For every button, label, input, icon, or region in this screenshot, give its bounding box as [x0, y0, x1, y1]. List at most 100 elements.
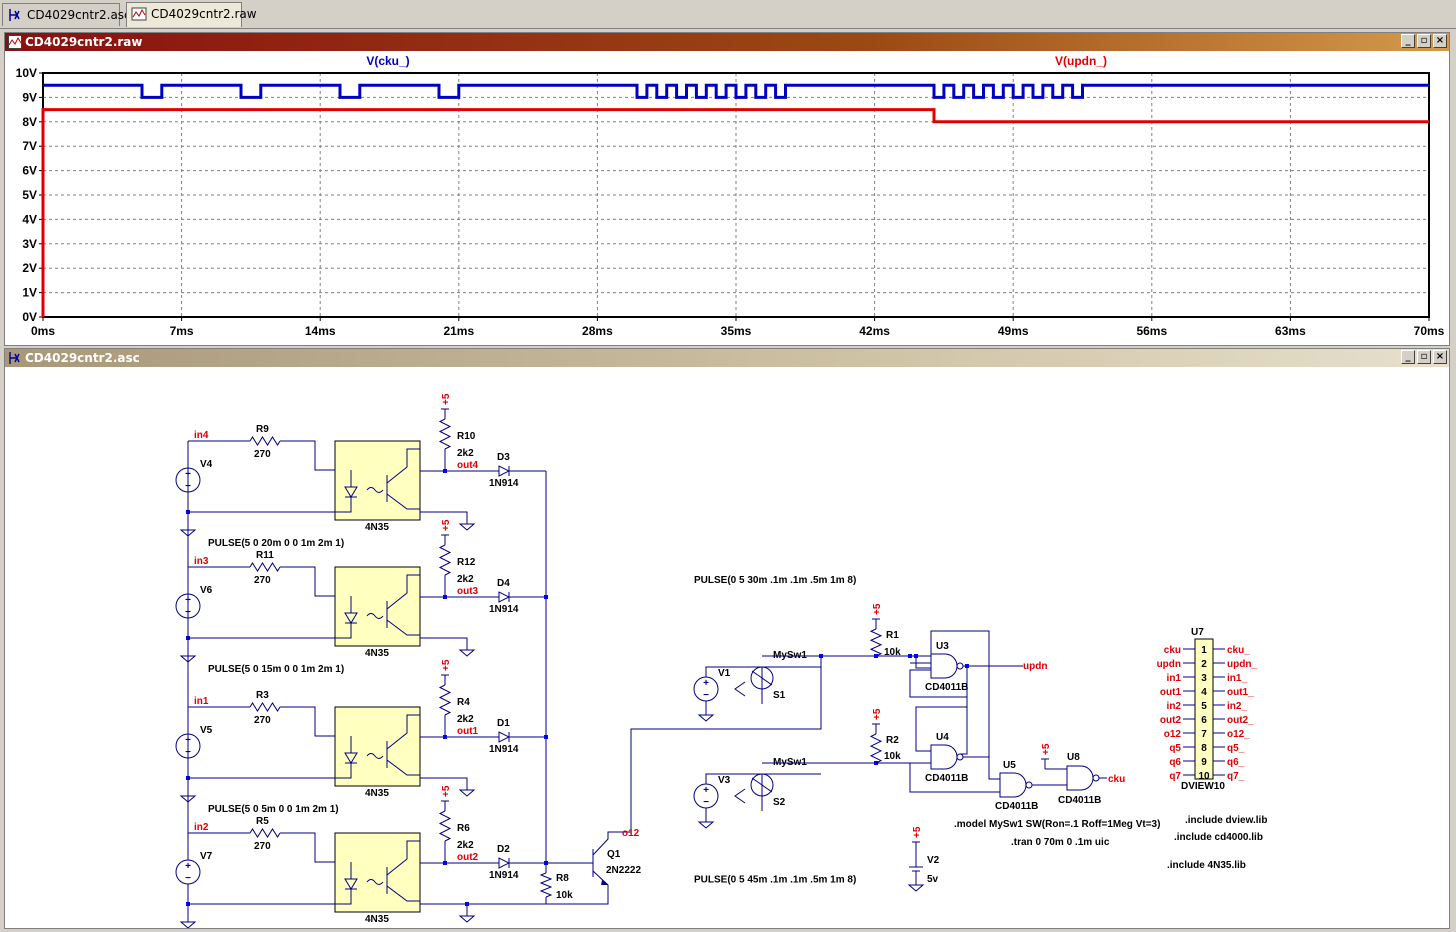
minimize-button[interactable]: _: [1401, 350, 1415, 364]
source-label: V4: [200, 459, 213, 470]
spice-directive: .tran 0 70m 0 .1m uic: [1011, 837, 1110, 848]
resistor-value: 10k: [884, 647, 901, 658]
tab-schematic[interactable]: CD4029cntr2.asc: [2, 3, 131, 26]
r8-name: R8: [556, 873, 569, 884]
pin-number: 8: [1201, 743, 1207, 754]
resistor-value: 10k: [884, 751, 901, 762]
wire: [280, 566, 335, 597]
wire: [546, 870, 609, 905]
optocoupler-name: 4N35: [365, 788, 389, 799]
net-label-in1: in1: [194, 696, 209, 707]
schematic-icon: [9, 9, 20, 21]
schematic-window-titlebar[interactable]: CD4029cntr2.asc _ ▫ ×: [5, 349, 1449, 367]
r8-value: 10k: [556, 890, 573, 901]
dview10-block: [1194, 638, 1214, 780]
minimize-button[interactable]: _: [1401, 34, 1415, 48]
pin-net-right: q5_: [1227, 743, 1245, 754]
net-label-o12: o12: [622, 828, 640, 839]
y-tick-label: 7V: [22, 139, 37, 153]
schematic-drawing[interactable]: +−in4V4R92704N35+5R102k2out4D31N914PULSE…: [5, 367, 1449, 932]
diode-value: 1N914: [489, 744, 519, 755]
y-tick-label: 10V: [16, 66, 37, 80]
ground-icon: [458, 649, 476, 657]
x-tick-label: 35ms: [721, 324, 752, 338]
gate-name: U8: [1067, 752, 1080, 763]
light-arrow-icon: [366, 613, 384, 619]
junction-dot: [544, 595, 548, 599]
wire: [280, 440, 335, 471]
switch-name: S2: [773, 797, 786, 808]
junction-dot: [874, 654, 878, 658]
x-tick-label: 70ms: [1414, 324, 1445, 338]
inverter-bubble: [956, 753, 964, 761]
junction-dot: [443, 735, 447, 739]
pin-net-left: in1: [1167, 673, 1182, 684]
supply-label: +5: [441, 393, 452, 405]
resistor-name: R1: [886, 630, 899, 641]
wire: [386, 493, 420, 510]
latch-wire: [909, 669, 968, 755]
wire: [734, 788, 746, 804]
wire: [592, 656, 822, 856]
waveform-icon: [131, 7, 147, 21]
spice-directive: .model MySw1 SW(Ron=.1 Roff=1Meg Vt=3): [954, 819, 1160, 830]
v2-value: 5v: [927, 874, 939, 885]
source-label: V6: [200, 585, 213, 596]
junction-dot: [465, 902, 469, 906]
supply-label: +5: [912, 826, 923, 838]
diode-icon: [498, 857, 511, 869]
close-button[interactable]: ×: [1433, 350, 1447, 364]
pulse-directive: PULSE(5 0 5m 0 0 1m 2m 1): [208, 804, 339, 815]
close-button[interactable]: ×: [1433, 34, 1447, 48]
wire: [420, 637, 468, 644]
optocoupler-name: 4N35: [365, 522, 389, 533]
optocoupler-name: 4N35: [365, 648, 389, 659]
waveform-window-titlebar[interactable]: CD4029cntr2.raw _ ▫ ×: [5, 33, 1449, 51]
pin-net-right: o12_: [1227, 729, 1250, 740]
resistor-name: R2: [886, 735, 899, 746]
net-label-updn: updn: [1023, 661, 1047, 672]
wire: [705, 666, 762, 677]
net-label-in3: in3: [194, 556, 209, 567]
wire: [280, 706, 335, 737]
restore-button[interactable]: ▫: [1417, 350, 1431, 364]
nand-gate-u4: [930, 744, 958, 770]
wire: [420, 511, 468, 518]
wire: [386, 714, 420, 750]
resistor-value: 2k2: [457, 714, 474, 725]
y-tick-label: 2V: [22, 261, 37, 275]
light-arrow-icon: [366, 753, 384, 759]
restore-button[interactable]: ▫: [1417, 34, 1431, 48]
resistor: [249, 828, 281, 838]
x-tick-label: 21ms: [443, 324, 474, 338]
pin-net-right: cku_: [1227, 645, 1250, 656]
tab-waveform[interactable]: CD4029cntr2.raw: [126, 2, 257, 27]
resistor-name: R10: [457, 431, 476, 442]
pulse-directive: PULSE(5 0 15m 0 0 1m 2m 1): [208, 664, 344, 675]
y-tick-label: 1V: [22, 286, 37, 300]
resistor: [438, 418, 452, 450]
resistor-name: R4: [457, 697, 470, 708]
window-title: CD4029cntr2.asc: [25, 351, 140, 365]
wire: [751, 777, 773, 793]
pulse-directive: PULSE(0 5 30m .1m .1m .5m 1m 8): [694, 575, 856, 586]
resistor-value: 270: [254, 575, 271, 586]
pin-net-right: out2_: [1227, 715, 1254, 726]
wire: [705, 773, 762, 784]
pin-number: 4: [1201, 687, 1207, 698]
pin-number: 10: [1198, 771, 1210, 782]
wire: [751, 670, 773, 686]
resistor-value: 270: [254, 841, 271, 852]
resistor: [249, 562, 281, 572]
resistor: [869, 733, 883, 764]
tab-label: CD4029cntr2.raw: [151, 7, 257, 21]
ground-icon: [458, 915, 476, 923]
wire: [335, 763, 352, 779]
supply-label: +5: [872, 603, 883, 615]
x-tick-label: 7ms: [170, 324, 194, 338]
minus-sign: −: [703, 797, 709, 808]
